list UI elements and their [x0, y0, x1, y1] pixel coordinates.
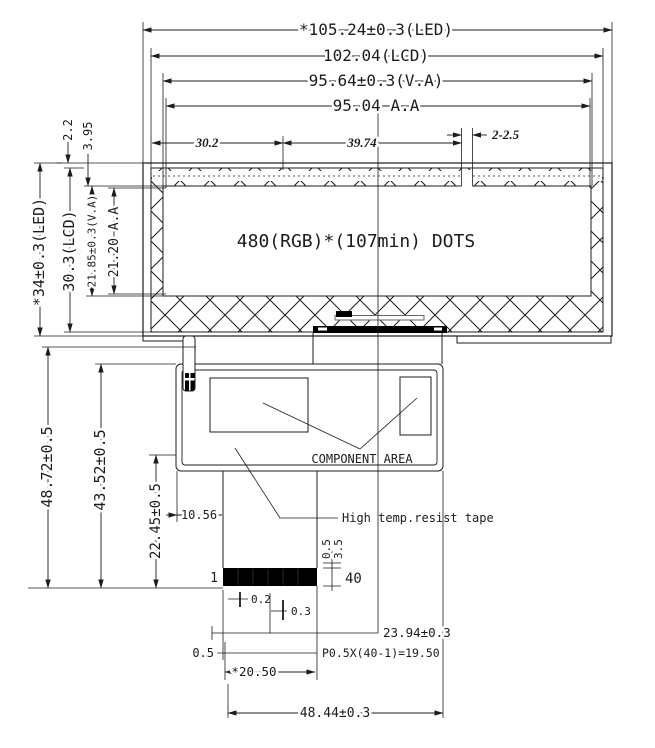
dim-text: 95.64±0.3(V.A)	[309, 71, 444, 90]
display-resolution-text: 480(RGB)*(107min) DOTS	[237, 231, 475, 252]
component-leader-right	[359, 397, 418, 450]
pin-1-label: 1	[210, 571, 218, 586]
dim-text: *105.24±0.3(LED)	[299, 20, 453, 39]
dim-text: 0.5	[320, 539, 333, 559]
tab-pad-3	[185, 380, 189, 391]
dim-height-va: 21.85±0.3(V.A)	[83, 185, 163, 297]
dim-text: 30.3(LCD)	[60, 210, 78, 291]
dim-text: *34±0.3(LED)	[30, 198, 48, 306]
dim-text: P0.5X(40-1)=19.50	[322, 646, 440, 660]
dim-width-aa: 95.04 A.A	[165, 94, 591, 188]
dim-text: 95.04 A.A	[333, 96, 420, 115]
dim-text: *20.50	[231, 664, 276, 679]
dim-offset-left: 30.2	[151, 133, 284, 170]
dim-text: 0.5	[192, 646, 214, 660]
dim-pin-gap: 0.2	[228, 591, 273, 609]
dim-connector-width: *20.50	[224, 642, 316, 682]
dim-text: 43.52±0.5	[91, 429, 109, 510]
dim-text: 48.72±0.5	[38, 426, 56, 507]
bezel-slot	[461, 170, 473, 187]
board-outer-outline	[175, 363, 444, 472]
dim-offset-center: 39.74	[282, 133, 462, 153]
lcd-module-top-view: 480(RGB)*(107min) DOTS	[142, 128, 613, 344]
dim-text: 21.20 A.A	[107, 207, 122, 278]
dim-tail-height: 22.45±0.5	[146, 454, 176, 589]
diffuser-strip	[152, 171, 602, 181]
dim-top-gap-small: 2.2	[56, 117, 143, 164]
pin-40-label: 40	[345, 571, 362, 587]
connector-contact-strip	[223, 568, 317, 586]
dim-text: 23.94±0.3	[383, 625, 451, 640]
tab-pad-1	[185, 373, 189, 378]
bottom-left-step	[142, 336, 187, 342]
dim-text: 2-2.5	[491, 127, 520, 142]
dim-height-aa: 21.20 A.A	[105, 187, 166, 295]
tape-leader	[234, 447, 338, 519]
component-board: COMPONENT AREA High temp.resist tape	[175, 333, 496, 568]
dim-text: 0.3	[291, 605, 311, 618]
dim-text: 3.5	[332, 539, 345, 559]
dim-tail-offset: 10.56	[166, 471, 222, 525]
tab-pad-4	[190, 380, 195, 391]
dim-width-lcd: 102.04(LCD)	[150, 44, 604, 168]
dim-width-led: *105.24±0.3(LED)	[142, 18, 613, 163]
dim-text: 39.74	[346, 135, 377, 150]
dim-slot: 2-2.5	[447, 125, 522, 145]
dimensions: *105.24±0.3(LED) 102.04(LCD) 95.64±0.3(V…	[28, 18, 613, 724]
ic-mark	[336, 311, 352, 317]
dim-text: 22.45±0.5	[148, 483, 164, 559]
dim-text: 0.2	[251, 593, 271, 606]
dim-pin-width: 0.3	[271, 600, 313, 621]
dim-width-va: 95.64±0.3(V.A)	[162, 69, 593, 186]
component-block-small	[399, 376, 432, 436]
bottom-right-step	[456, 336, 612, 344]
dim-connector-side: 0.5 3.5	[318, 537, 348, 591]
dim-text: 48.44±0.3	[300, 706, 370, 721]
dim-tail-width: 48.44±0.3	[227, 684, 444, 724]
component-leader-left	[262, 402, 361, 450]
dim-top-gap-large: 3.95	[79, 119, 98, 187]
dim-total-height: 48.72±0.5	[28, 346, 223, 589]
dim-height-lcd: 30.3(LCD)	[58, 167, 151, 333]
tab-pad-2	[190, 373, 195, 378]
dim-text: 30.2	[195, 135, 219, 150]
dim-board-height: 43.52±0.5	[89, 363, 176, 589]
led-backlight-outline	[142, 162, 613, 337]
dim-text: 2.2	[61, 119, 75, 141]
component-area-label: COMPONENT AREA	[311, 452, 413, 466]
component-block-large	[209, 377, 309, 433]
dim-pitch: 0.5 P0.5X(40-1)=19.50	[190, 586, 442, 680]
bonding-notch-right	[434, 327, 442, 331]
tape-label: High temp.resist tape	[342, 511, 494, 525]
dim-text: 3.95	[81, 122, 95, 151]
bonding-notch-left	[318, 327, 327, 331]
dim-text: 21.85±0.3(V.A)	[86, 195, 99, 288]
board-inner-outline	[181, 369, 438, 466]
dim-text: 102.04(LCD)	[323, 46, 429, 65]
viewing-area	[162, 185, 592, 297]
dim-height-led: *34±0.3(LED)	[28, 162, 143, 337]
dim-text: 10.56	[181, 508, 217, 522]
fpc-connector: 1 40	[210, 568, 362, 587]
dim-center-offset: 23.94±0.3	[211, 593, 453, 643]
fpc-bonding-bar	[313, 326, 447, 333]
driver-ic	[334, 315, 425, 321]
